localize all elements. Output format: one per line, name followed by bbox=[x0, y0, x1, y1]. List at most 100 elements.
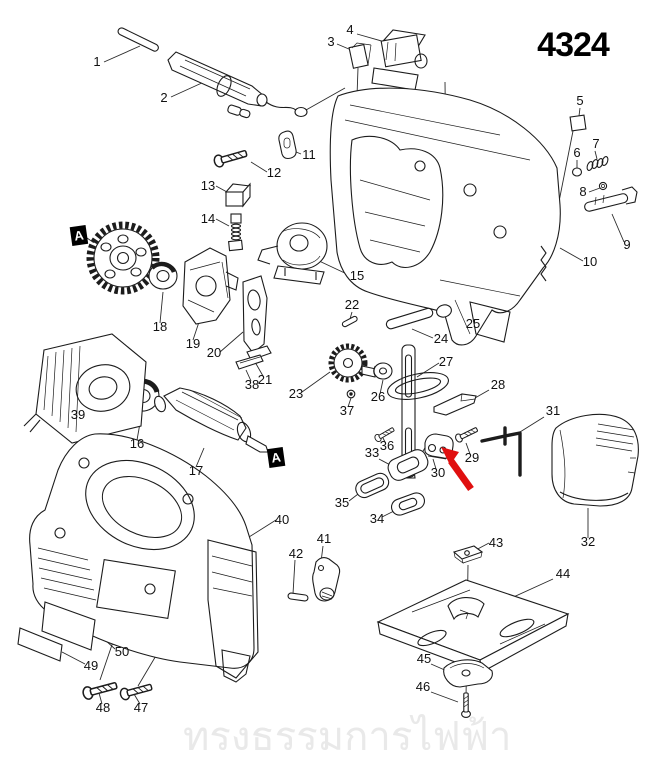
part-label-18: 18 bbox=[153, 319, 167, 334]
part-label-15: 15 bbox=[350, 268, 364, 283]
part-39-field bbox=[23, 333, 147, 444]
part-number-labels: 1 2 3 4 5 6 7 8 9 10 11 12 13 14 15 16 1… bbox=[71, 22, 631, 715]
gear-assembly-detail-a bbox=[86, 221, 160, 295]
part-label-34: 34 bbox=[370, 511, 384, 526]
part-11-cord-guard bbox=[278, 130, 297, 160]
part-35-pad bbox=[355, 472, 390, 499]
part-28-lever bbox=[433, 393, 477, 416]
part-6-washer bbox=[571, 167, 583, 177]
part-3-switch-box bbox=[348, 42, 372, 69]
red-pointer-arrow bbox=[441, 447, 474, 492]
part-label-12: 12 bbox=[267, 165, 281, 180]
part-label-27: 27 bbox=[439, 354, 453, 369]
part-label-35: 35 bbox=[335, 495, 349, 510]
part-45-clamp bbox=[443, 659, 493, 688]
part-label-24: 24 bbox=[434, 331, 448, 346]
part-label-7: 7 bbox=[592, 136, 599, 151]
part-label-17: 17 bbox=[189, 463, 203, 478]
model-number-title: 4324 bbox=[537, 26, 610, 64]
part-label-30: 30 bbox=[431, 465, 445, 480]
part-44-base bbox=[376, 579, 570, 673]
watermark-text: ทรงธรรมการไฟฟ้า bbox=[183, 714, 512, 759]
part-label-44: 44 bbox=[556, 566, 570, 581]
part-label-4: 4 bbox=[346, 22, 353, 37]
part-17-armature bbox=[154, 387, 269, 453]
part-41-lever bbox=[312, 556, 341, 602]
part-label-45: 45 bbox=[417, 651, 431, 666]
part-label-46: 46 bbox=[416, 679, 430, 694]
part-24-rod bbox=[385, 307, 434, 330]
detail-a-box-right: A bbox=[266, 446, 286, 469]
part-label-41: 41 bbox=[317, 531, 331, 546]
part-40-handle-housing bbox=[29, 433, 259, 683]
part-label-21: 21 bbox=[258, 372, 272, 387]
part-49-label-plate bbox=[17, 627, 63, 662]
part-37-nut bbox=[346, 389, 356, 399]
part-26-bushing bbox=[373, 362, 393, 380]
part-label-49: 49 bbox=[84, 658, 98, 673]
part-label-3: 3 bbox=[327, 34, 334, 49]
part-label-31: 31 bbox=[546, 403, 560, 418]
part-46-screw bbox=[461, 692, 471, 718]
part-43-nut-plate bbox=[452, 545, 484, 564]
part-14-carbon-brush bbox=[228, 213, 244, 252]
part-22-pin bbox=[341, 315, 358, 328]
part-9-shaft bbox=[584, 186, 638, 212]
part-label-33: 33 bbox=[365, 445, 379, 460]
part-label-36: 36 bbox=[380, 438, 394, 453]
part-label-11: 11 bbox=[302, 147, 316, 162]
part-1-rod bbox=[117, 27, 159, 52]
part-label-37: 37 bbox=[340, 403, 354, 418]
part-31-hex-wrench bbox=[480, 426, 522, 477]
part-7-spring bbox=[586, 156, 609, 171]
part-12-screw bbox=[212, 146, 249, 169]
part-18-bearing bbox=[148, 261, 178, 290]
part-2-shaft-assembly bbox=[167, 51, 308, 119]
detail-a-box-left: A bbox=[69, 224, 89, 247]
part-label-39: 39 bbox=[71, 407, 85, 422]
part-label-5: 5 bbox=[576, 93, 583, 108]
part-10-motor-housing bbox=[329, 87, 561, 346]
part-label-20: 20 bbox=[207, 345, 221, 360]
part-label-38: 38 bbox=[245, 377, 259, 392]
part-label-8: 8 bbox=[579, 184, 586, 199]
part-32-cover bbox=[551, 413, 639, 507]
part-label-16: 16 bbox=[130, 436, 144, 451]
part-label-40: 40 bbox=[275, 512, 289, 527]
part-label-14: 14 bbox=[201, 211, 215, 226]
part-label-32: 32 bbox=[581, 534, 595, 549]
part-label-23: 23 bbox=[289, 386, 303, 401]
part-4-switch bbox=[371, 29, 428, 91]
part-label-6: 6 bbox=[573, 145, 580, 160]
part-label-1: 1 bbox=[93, 54, 100, 69]
part-label-26: 26 bbox=[371, 389, 385, 404]
part-33-plate bbox=[387, 449, 429, 481]
part-label-9: 9 bbox=[623, 237, 630, 252]
part-label-50: 50 bbox=[115, 644, 129, 659]
part-8-nut bbox=[598, 181, 608, 191]
part-label-13: 13 bbox=[201, 178, 215, 193]
part-34-plate bbox=[390, 492, 426, 516]
part-23-gear bbox=[328, 343, 377, 383]
part-5-plate bbox=[569, 114, 587, 132]
part-label-2: 2 bbox=[160, 90, 167, 105]
part-label-19: 19 bbox=[186, 336, 200, 351]
part-50-name-plate bbox=[41, 601, 96, 651]
part-label-28: 28 bbox=[491, 377, 505, 392]
part-label-42: 42 bbox=[289, 546, 303, 561]
part-label-10: 10 bbox=[583, 254, 597, 269]
part-label-29: 29 bbox=[465, 450, 479, 465]
part-label-48: 48 bbox=[96, 700, 110, 715]
part-38-clip bbox=[235, 354, 264, 370]
part-label-22: 22 bbox=[345, 297, 359, 312]
part-29-screw bbox=[453, 424, 480, 444]
part-label-43: 43 bbox=[489, 535, 503, 550]
detail-a-label-right: A bbox=[270, 449, 282, 465]
part-label-47: 47 bbox=[134, 700, 148, 715]
part-15-fan-assembly bbox=[257, 222, 328, 285]
part-20-plate bbox=[242, 275, 268, 354]
part-25-ball bbox=[436, 304, 452, 318]
detail-a-label-left: A bbox=[73, 227, 85, 243]
